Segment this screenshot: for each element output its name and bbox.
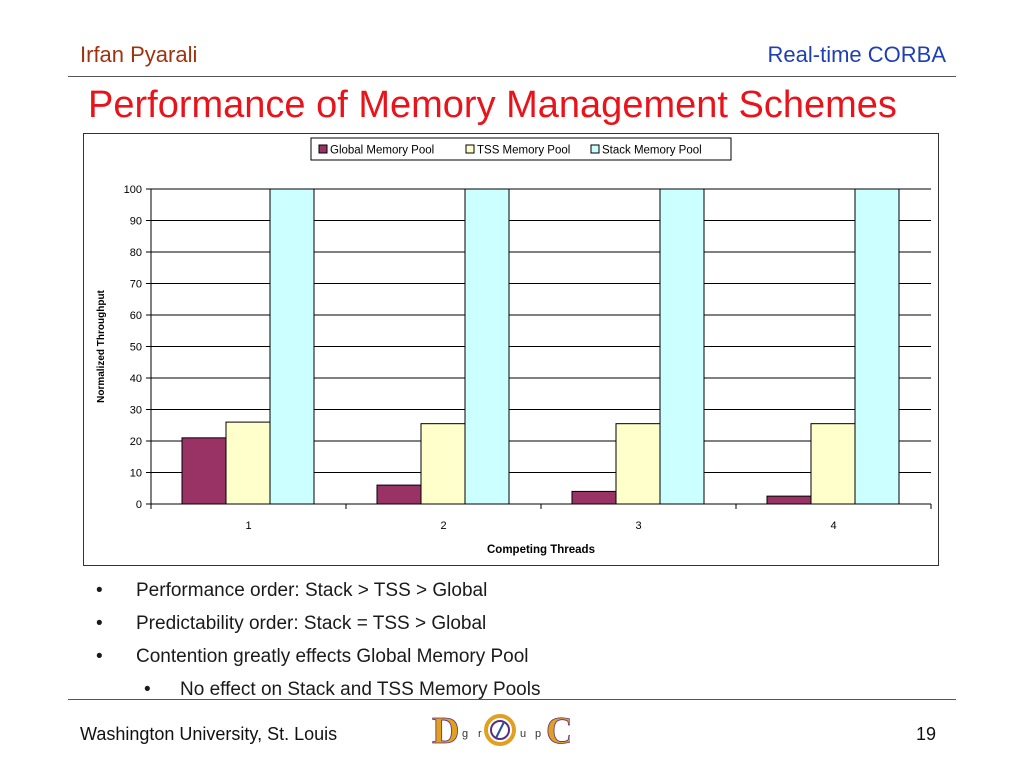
y-tick-label: 60 — [130, 310, 142, 322]
bullet-text: Contention greatly effects Global Memory… — [136, 646, 529, 667]
sub-bullet-text: No effect on Stack and TSS Memory Pools — [180, 679, 541, 700]
y-tick-label: 0 — [136, 499, 142, 511]
legend-entry-label: Stack Memory Pool — [602, 145, 702, 157]
logo-letter-c: C — [546, 710, 570, 750]
legend-swatch-tss-memory-pool — [465, 144, 475, 154]
bar-stack-memory-pool — [854, 188, 900, 505]
y-tick-label: 70 — [130, 279, 142, 291]
y-tick-label: 50 — [130, 342, 142, 354]
bar-stack-memory-pool — [659, 188, 705, 505]
legend-swatch-stack-memory-pool — [590, 144, 600, 154]
legend-entry-label: Global Memory Pool — [330, 145, 434, 157]
logo-letter-g: g — [462, 728, 468, 740]
x-axis-label: Competing Threads — [487, 544, 595, 556]
x-tick-label: 1 — [245, 520, 251, 532]
logo-letter-p: p — [535, 728, 541, 740]
bullet-text: Predictability order: Stack = TSS > Glob… — [136, 613, 487, 634]
page-number: 19 — [915, 724, 936, 744]
bullet-dot: • — [96, 646, 103, 667]
bar-stack-memory-pool — [269, 188, 315, 505]
y-tick-label: 30 — [130, 405, 142, 417]
bullet-dot: • — [144, 679, 151, 700]
bullet-item: • Performance order: Stack > TSS > Global — [96, 578, 540, 611]
x-tick-label: 3 — [635, 520, 641, 532]
bar-tss-memory-pool — [810, 423, 856, 505]
footer-divider — [68, 699, 956, 700]
y-tick-label: 100 — [124, 184, 142, 196]
bullet-list: • Performance order: Stack > TSS > Global… — [96, 578, 540, 707]
bullet-item: • Contention greatly effects Global Memor… — [96, 644, 540, 677]
y-tick-label: 90 — [130, 216, 142, 228]
slide-topic: Real-time CORBA — [767, 42, 946, 67]
bar-stack-memory-pool — [464, 188, 510, 505]
bar-tss-memory-pool — [420, 423, 466, 505]
y-tick-label: 20 — [130, 436, 142, 448]
y-tick-label: 80 — [130, 247, 142, 259]
logo-inner-ring-icon — [490, 720, 510, 740]
bullet-item: • Predictability order: Stack = TSS > Glo… — [96, 611, 540, 644]
institution-name: Washington University, St. Louis — [80, 724, 338, 744]
bar-tss-memory-pool — [615, 423, 661, 505]
logo-letter-u: u — [520, 728, 526, 740]
logo-letter-d: D — [432, 710, 459, 750]
x-tick-label: 4 — [830, 520, 836, 532]
legend-box — [310, 137, 732, 161]
slide-title: Performance of Memory Management Schemes — [88, 84, 897, 126]
logo-ring-icon — [484, 714, 516, 746]
legend-swatch-global-memory-pool — [318, 144, 328, 154]
x-tick-label: 2 — [440, 520, 446, 532]
sub-bullet-item: • No effect on Stack and TSS Memory Pools — [96, 677, 540, 707]
bar-tss-memory-pool — [225, 421, 271, 505]
logo-slash-icon — [495, 721, 505, 739]
logo-letter-r: r — [478, 728, 482, 740]
bar-global-memory-pool — [571, 490, 617, 505]
y-tick-label: 10 — [130, 468, 142, 480]
legend-entry-label: TSS Memory Pool — [477, 145, 570, 157]
bullet-dot: • — [96, 613, 103, 634]
bar-global-memory-pool — [376, 484, 422, 505]
author-name: Irfan Pyarali — [80, 42, 198, 67]
bar-global-memory-pool — [181, 437, 227, 505]
bar-global-memory-pool — [766, 495, 812, 505]
bullet-dot: • — [96, 580, 103, 601]
y-axis-label: Normalized Throughput — [96, 289, 107, 402]
y-tick-label: 40 — [130, 373, 142, 385]
header-divider — [68, 76, 956, 77]
bullet-text: Performance order: Stack > TSS > Global — [136, 580, 488, 601]
